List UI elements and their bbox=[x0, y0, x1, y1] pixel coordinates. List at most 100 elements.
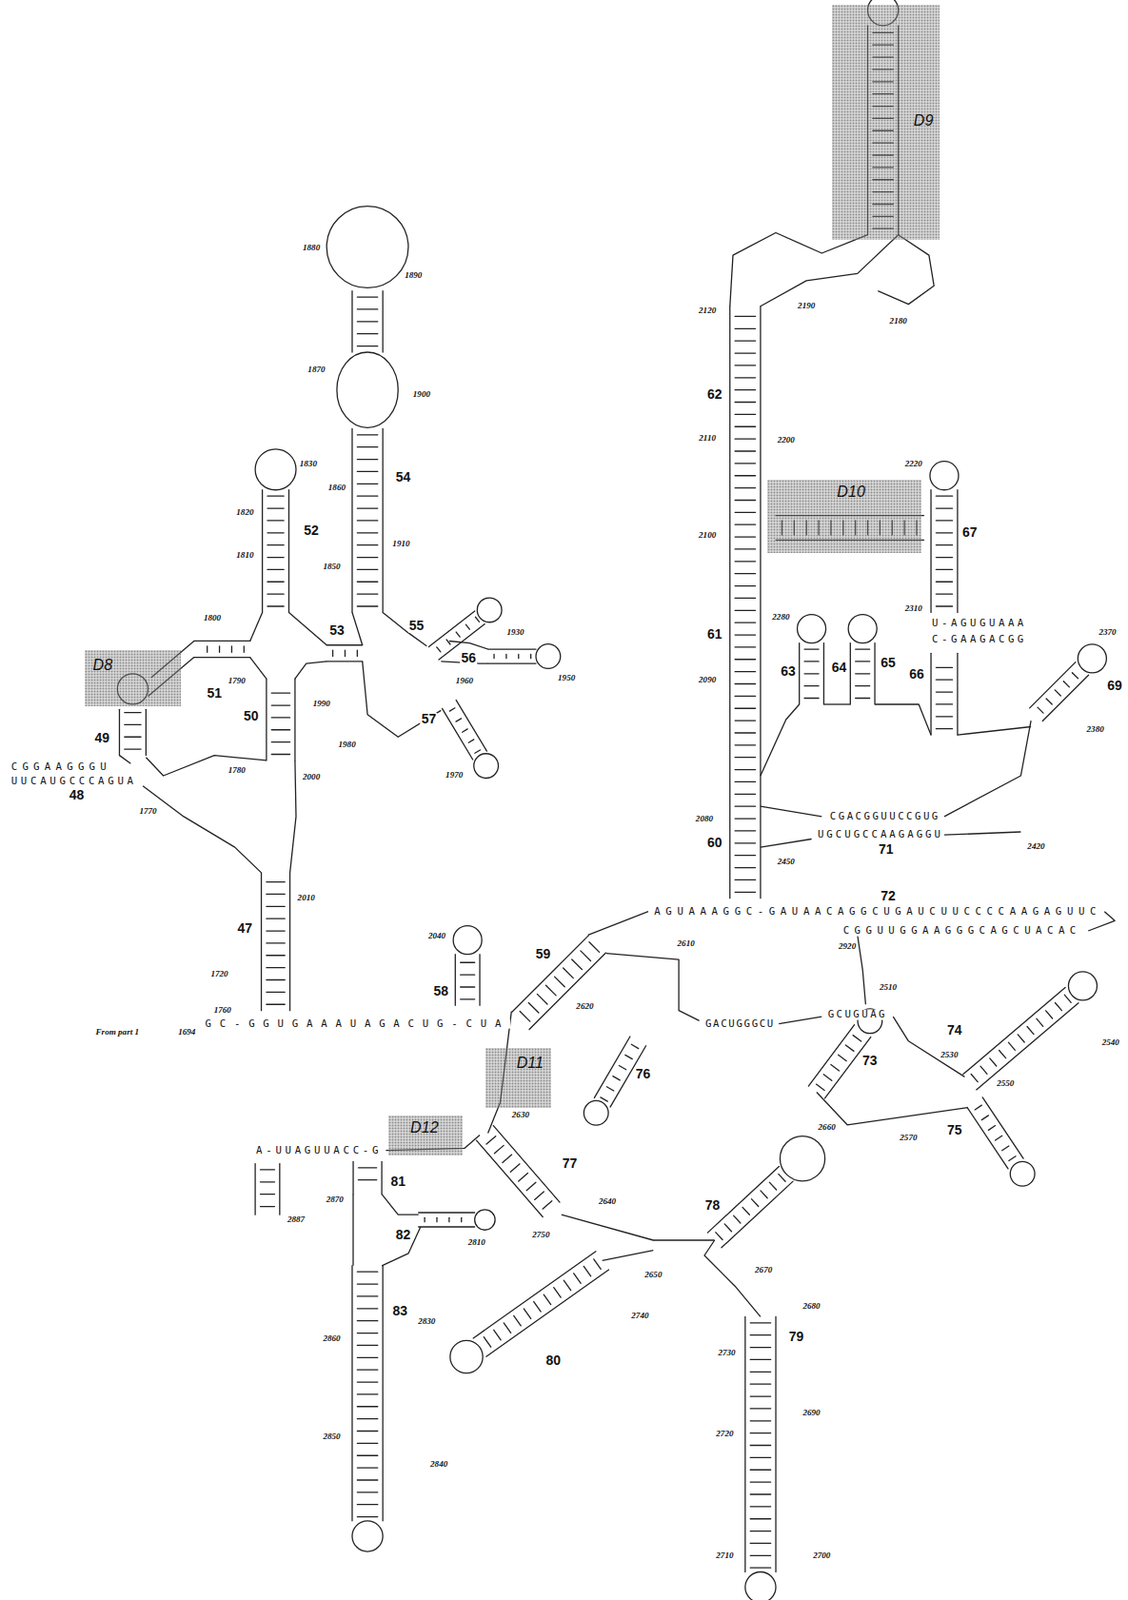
backbone-strand bbox=[874, 704, 931, 735]
position-number: 1720 bbox=[209, 970, 229, 980]
base-pair bbox=[734, 376, 755, 378]
base-pair bbox=[838, 1054, 848, 1061]
helix-number: 77 bbox=[561, 1157, 579, 1171]
nucleotide-sequence: AGUAAAGGC-GAUAACAGGCUGAUCUUCCCCAAGAGUUC bbox=[653, 906, 1103, 917]
base-pair bbox=[935, 581, 952, 583]
base-pair bbox=[750, 1555, 771, 1557]
base-pair bbox=[1046, 698, 1052, 705]
helix-number: 80 bbox=[544, 1354, 562, 1368]
backbone-strand bbox=[362, 661, 442, 737]
hairpin-loop bbox=[1009, 1161, 1035, 1187]
helix-number: 51 bbox=[205, 687, 223, 701]
domain-label: D9 bbox=[913, 112, 934, 128]
base-pair bbox=[356, 1405, 377, 1407]
base-pair bbox=[769, 1182, 776, 1190]
base-pair bbox=[267, 544, 284, 546]
base-pair bbox=[266, 906, 285, 908]
helix-number: 63 bbox=[779, 665, 797, 679]
helix-strand bbox=[418, 1211, 475, 1213]
base-pair bbox=[1046, 1010, 1053, 1019]
base-pair bbox=[935, 519, 952, 521]
base-pair bbox=[734, 708, 755, 710]
helix-strand bbox=[265, 678, 267, 761]
helix-strand bbox=[956, 490, 958, 614]
base-pair bbox=[460, 998, 475, 1000]
base-pair bbox=[356, 434, 377, 436]
base-pair bbox=[1002, 1146, 1010, 1151]
helix-strand bbox=[930, 490, 931, 614]
position-number: 2570 bbox=[898, 1133, 918, 1143]
nucleotide-sequence: UUCAUGCCCAGUA bbox=[10, 776, 139, 788]
position-number: 2040 bbox=[427, 932, 447, 942]
base-pair bbox=[1009, 1156, 1016, 1162]
base-pair bbox=[266, 881, 285, 883]
backbone-strand bbox=[250, 612, 263, 641]
base-pair bbox=[526, 1182, 536, 1190]
helix-strand bbox=[798, 643, 800, 705]
backbone-strand bbox=[778, 1016, 822, 1025]
base-pair bbox=[356, 1393, 377, 1395]
hairpin-loop bbox=[326, 206, 409, 289]
base-pair bbox=[356, 532, 377, 534]
base-pair bbox=[357, 1167, 376, 1168]
base-pair bbox=[734, 462, 755, 464]
helix-strand bbox=[963, 987, 1066, 1074]
helix-strand bbox=[381, 291, 383, 353]
position-number: 1850 bbox=[321, 563, 341, 573]
helix-strand bbox=[455, 700, 487, 752]
domain-label: D8 bbox=[93, 656, 114, 673]
backbone-strand bbox=[730, 233, 869, 307]
base-pair bbox=[267, 569, 284, 571]
helix-strand bbox=[808, 1025, 854, 1087]
position-number: 2670 bbox=[753, 1266, 773, 1276]
helix-strand bbox=[512, 935, 589, 1012]
helix-strand bbox=[488, 648, 536, 650]
helix-strand bbox=[1029, 662, 1076, 709]
base-pair bbox=[724, 1224, 732, 1232]
helix-strand bbox=[721, 1181, 793, 1248]
position-number: From part 1 bbox=[95, 1029, 141, 1038]
position-number: 1970 bbox=[444, 771, 464, 780]
backbone-strand bbox=[449, 641, 489, 651]
base-pair bbox=[935, 605, 952, 607]
base-pair bbox=[715, 1232, 723, 1241]
nucleotide-sequence: CGGAAGGGU bbox=[10, 762, 113, 773]
hairpin-loop bbox=[453, 926, 482, 955]
base-pair bbox=[446, 639, 451, 645]
helix-number: 50 bbox=[242, 710, 260, 724]
helix-strand bbox=[351, 291, 353, 353]
hairpin-loop bbox=[848, 614, 877, 644]
base-pair bbox=[1063, 681, 1069, 688]
helix-strand bbox=[473, 1251, 596, 1339]
helix-strand bbox=[352, 1161, 354, 1194]
helix-strand bbox=[873, 643, 875, 705]
position-number: 2810 bbox=[467, 1239, 487, 1248]
base-pair bbox=[356, 1504, 377, 1505]
base-pair bbox=[734, 817, 755, 819]
base-pair bbox=[218, 646, 220, 653]
base-pair bbox=[935, 544, 952, 546]
base-pair bbox=[734, 437, 755, 439]
base-pair bbox=[356, 650, 358, 656]
helix-strand bbox=[850, 643, 851, 705]
base-pair bbox=[750, 1457, 771, 1459]
position-number: 1810 bbox=[235, 552, 255, 561]
position-number: 1870 bbox=[306, 366, 326, 376]
base-pair bbox=[935, 667, 952, 669]
base-pair bbox=[356, 1357, 377, 1359]
base-pair bbox=[545, 985, 556, 996]
base-pair bbox=[750, 1322, 771, 1324]
base-pair bbox=[267, 581, 284, 583]
base-pair bbox=[448, 1217, 450, 1222]
helix-strand bbox=[288, 490, 290, 614]
base-pair bbox=[356, 1369, 377, 1371]
position-number: 2750 bbox=[531, 1230, 551, 1240]
backbone-strand bbox=[382, 612, 427, 646]
base-pair bbox=[750, 1407, 771, 1409]
base-pair bbox=[356, 1381, 377, 1383]
base-pair bbox=[449, 708, 456, 712]
base-pair bbox=[750, 1505, 771, 1507]
position-number: 2000 bbox=[301, 773, 321, 783]
base-pair bbox=[266, 979, 285, 981]
helix-strand bbox=[493, 1126, 560, 1203]
